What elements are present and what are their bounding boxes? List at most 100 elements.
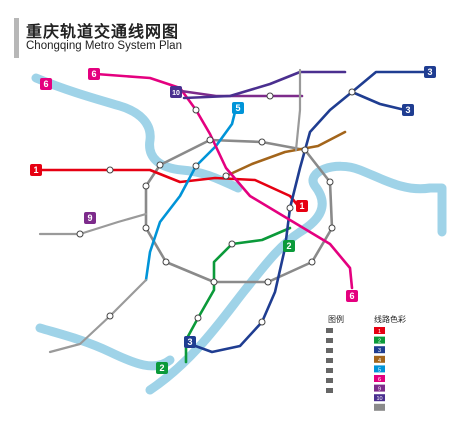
line-badge-label: 3 xyxy=(427,67,432,77)
legend-swatch-label: 6 xyxy=(378,377,381,383)
legend-swatch-label: 3 xyxy=(378,348,381,354)
line-10 xyxy=(182,70,347,100)
line-badge-3-s[interactable]: 3 xyxy=(184,336,196,348)
line-6 xyxy=(94,72,354,290)
page-subtitle: Chongqing Metro System Plan xyxy=(26,40,182,52)
line-badge-1[interactable]: 1 xyxy=(30,164,42,176)
line-5 xyxy=(144,106,238,282)
line-badge-label: 9 xyxy=(87,213,92,223)
line-badge-2-s[interactable]: 2 xyxy=(156,362,168,374)
legend-symbol-list xyxy=(326,328,333,393)
station[interactable] xyxy=(328,224,336,232)
line-badge-10[interactable]: 10 xyxy=(170,86,182,98)
line-badge-label: 10 xyxy=(172,90,180,97)
rivers xyxy=(31,73,447,395)
legend-swatch xyxy=(374,336,385,344)
stations xyxy=(76,88,356,326)
station[interactable] xyxy=(222,172,230,180)
line-badge-box xyxy=(156,362,168,374)
line-badge-box xyxy=(402,104,414,116)
line-badge-6[interactable]: 6 xyxy=(88,68,100,80)
legend-swatch xyxy=(374,355,385,363)
line-badge-box xyxy=(184,336,196,348)
station[interactable] xyxy=(192,162,200,170)
line-badge-box xyxy=(40,78,52,90)
line-badge-label: 3 xyxy=(187,337,192,347)
legend-symbol xyxy=(326,378,333,383)
line-badge-label: 6 xyxy=(43,79,48,89)
station[interactable] xyxy=(301,146,309,154)
grey-line-north xyxy=(294,68,302,152)
legend-symbol xyxy=(326,338,333,343)
line-badge-box xyxy=(84,212,96,224)
legend-swatch xyxy=(374,365,385,373)
station[interactable] xyxy=(142,224,150,232)
line-badge-6-s[interactable]: 6 xyxy=(346,290,358,302)
station[interactable] xyxy=(194,314,202,322)
title-accent-bar xyxy=(14,18,19,58)
line-badge-9-w[interactable]: 9 xyxy=(84,212,96,224)
legend-swatch xyxy=(374,346,385,354)
legend-swatch xyxy=(374,394,385,402)
station[interactable] xyxy=(286,204,294,212)
station[interactable] xyxy=(308,258,316,266)
line-badge-label: 2 xyxy=(159,363,164,373)
station[interactable] xyxy=(210,278,218,286)
station[interactable] xyxy=(258,138,266,146)
legend-swatch xyxy=(374,327,385,334)
legend-symbol xyxy=(326,388,333,393)
line-badge-3-ne[interactable]: 3 xyxy=(424,66,436,78)
metro-lines xyxy=(38,68,427,364)
legend-symbol xyxy=(326,348,333,353)
line-badge-label: 6 xyxy=(91,69,96,79)
station[interactable] xyxy=(264,278,272,286)
line-3-branch xyxy=(350,90,407,112)
station[interactable] xyxy=(206,136,214,144)
legend-swatch xyxy=(374,384,385,392)
legend-swatch-label: 1 xyxy=(378,329,381,335)
jialing-river xyxy=(31,73,243,193)
legend-swatch-label: 9 xyxy=(378,387,381,393)
line-badge-box xyxy=(346,290,358,302)
legend-symbol xyxy=(326,368,333,373)
line-badge-5[interactable]: 5 xyxy=(232,102,244,114)
station[interactable] xyxy=(192,106,200,114)
station[interactable] xyxy=(106,312,114,320)
line-badge-6-sw[interactable]: 6 xyxy=(40,78,52,90)
station[interactable] xyxy=(348,88,356,96)
station[interactable] xyxy=(258,318,266,326)
line-badge-box xyxy=(296,200,308,212)
line-badge-box xyxy=(88,68,100,80)
line-badge-box xyxy=(283,240,295,252)
line-badge-1-c[interactable]: 1 xyxy=(296,200,308,212)
line-1 xyxy=(38,168,302,210)
legend-swatch-label: 10 xyxy=(376,396,382,402)
station[interactable] xyxy=(76,230,84,238)
station[interactable] xyxy=(106,166,114,174)
station[interactable] xyxy=(142,182,150,190)
line-badge-3-e[interactable]: 3 xyxy=(402,104,414,116)
station[interactable] xyxy=(326,178,334,186)
legend-swatch-label: 5 xyxy=(378,367,381,373)
station[interactable] xyxy=(156,161,164,169)
line-badge-label: 5 xyxy=(235,103,240,113)
legend-lines-title: 线路色彩 xyxy=(374,314,406,324)
line-badge-box xyxy=(30,164,42,176)
legend-symbol xyxy=(326,358,333,363)
line-badges: 6 10 5 3 3 1 1 2 6 9 3 2 6 xyxy=(30,66,436,374)
legend-swatch-label: 4 xyxy=(378,358,381,364)
grey-line-west xyxy=(38,212,148,236)
legend-swatch xyxy=(374,375,385,382)
station[interactable] xyxy=(162,258,170,266)
station[interactable] xyxy=(228,240,236,248)
line-badge-2-c[interactable]: 2 xyxy=(283,240,295,252)
line-badge-box xyxy=(232,102,244,114)
yangtze-river xyxy=(145,161,447,395)
line-9 xyxy=(172,88,304,98)
legend-symbols-title: 图例 xyxy=(328,314,344,324)
line-4 xyxy=(224,130,347,178)
station[interactable] xyxy=(266,92,274,100)
